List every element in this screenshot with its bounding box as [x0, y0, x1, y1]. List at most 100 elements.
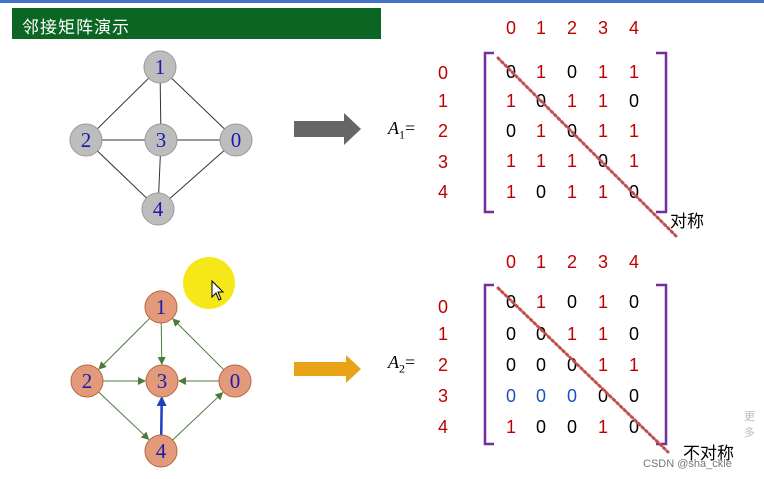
graph1-node-4	[141, 192, 175, 226]
graph2-node-label-4: 4	[156, 439, 167, 463]
graph1-node-label-1: 1	[155, 55, 166, 79]
graph1-node-label-3: 3	[156, 128, 167, 152]
matrix1-label-eq: =	[405, 118, 416, 138]
matrix2-cell: 0	[506, 324, 516, 344]
page-title: 邻接矩阵演示	[22, 18, 130, 38]
matrix1-row-header: 3	[438, 152, 448, 172]
matrix2-row-header: 2	[438, 355, 448, 375]
matrix2-diagonal-line	[496, 286, 670, 454]
graph1-node-2	[69, 123, 103, 157]
matrix2-label-eq: =	[405, 352, 416, 372]
matrix1-cell: 1	[598, 182, 608, 202]
matrix2-left-bracket	[483, 283, 494, 446]
matrix2-col-header: 4	[629, 252, 639, 272]
graph2-edge-0-1	[172, 318, 225, 371]
graph2-edge-4-0	[172, 391, 224, 441]
graph2-node-label-0: 0	[230, 369, 241, 393]
graph2-node-label-1: 1	[156, 295, 167, 319]
matrix1-row-header: 0	[438, 63, 448, 83]
matrix2-cell: 1	[598, 324, 608, 344]
graph2-node-label-3: 3	[157, 369, 168, 393]
graph2-node-2	[70, 364, 104, 398]
matrix2-cell: 1	[598, 417, 608, 437]
graph2-edge-1-2	[98, 317, 151, 370]
graph1-edge-0-4	[157, 139, 237, 210]
matrix2-cell: 0	[598, 386, 608, 406]
matrix1-left-bracket	[483, 51, 494, 214]
side-text: 更多	[744, 411, 755, 439]
matrix1-cell: 1	[506, 182, 516, 202]
matrix1-cell: 1	[598, 62, 608, 82]
matrix2-cell: 0	[506, 355, 516, 375]
matrix1-diagonal-line	[496, 56, 678, 238]
matrix2-row-header: 1	[438, 324, 448, 344]
watermark: CSDN @sha_ckle	[643, 458, 732, 470]
matrix1-row-header: 2	[438, 121, 448, 141]
graph1-node-label-0: 0	[231, 128, 242, 152]
graph1-edge-1-2	[85, 66, 161, 141]
arrow-right-orange-icon	[294, 355, 361, 383]
cursor-highlight	[183, 257, 235, 309]
graph2-node-3	[145, 364, 179, 398]
matrix1-col-header: 4	[629, 18, 639, 38]
matrix2-cell: 1	[536, 292, 546, 312]
graph2-edge-4-3	[156, 395, 167, 436]
matrix1-note: 对称	[670, 212, 704, 232]
matrix1-cell: 0	[629, 91, 639, 111]
matrix2-row-header: 4	[438, 417, 448, 437]
matrix2-cell: 0	[629, 292, 639, 312]
matrix1-cell: 1	[567, 151, 577, 171]
matrix1-right-bracket	[656, 51, 668, 214]
matrix2-cell: 0	[629, 324, 639, 344]
matrix1-cell: 1	[629, 151, 639, 171]
matrix2-cell: 0	[536, 324, 546, 344]
matrix2-label: A2=	[388, 352, 415, 377]
matrix1-cell: 1	[536, 121, 546, 141]
arrow-right-icon	[294, 113, 361, 145]
graph2-node-0	[218, 364, 252, 398]
matrix2-note: 不对称	[683, 444, 734, 464]
matrix2-cell: 0	[536, 355, 546, 375]
matrix2-cell: 0	[567, 292, 577, 312]
matrix2-col-header: 3	[598, 252, 608, 272]
graph1-node-label-4: 4	[153, 197, 164, 221]
matrix1-cell: 1	[598, 91, 608, 111]
matrix1-cell: 1	[506, 91, 516, 111]
graph2-node-4	[144, 434, 178, 468]
matrix2-cell: 1	[598, 292, 608, 312]
matrix1-col-header: 1	[536, 18, 546, 38]
matrix1-row-header: 1	[438, 91, 448, 111]
graph2-edge-2-4	[98, 391, 150, 441]
matrix1-col-header: 3	[598, 18, 608, 38]
title-bar: 邻接矩阵演示	[12, 8, 381, 39]
graph1-edge-1-0	[159, 66, 237, 141]
matrix2-right-bracket	[656, 283, 668, 446]
matrix2-row-header: 0	[438, 297, 448, 317]
matrix2-cell: 1	[567, 324, 577, 344]
matrix1-cell: 1	[536, 62, 546, 82]
graph1-node-3	[144, 123, 178, 157]
matrix2-cell: 0	[536, 417, 546, 437]
matrix2-label-sub: 2	[399, 361, 405, 376]
matrix1-cell: 1	[567, 182, 577, 202]
matrix2-cell: 1	[598, 355, 608, 375]
matrix1-cell: 1	[629, 62, 639, 82]
matrix2-cell: 0	[536, 386, 546, 406]
graph2-edge-1-3	[157, 322, 166, 366]
graph1-edge-2-4	[85, 139, 159, 210]
cursor-pointer-icon	[211, 279, 225, 301]
matrix1-col-header: 2	[567, 18, 577, 38]
matrix2-cell: 0	[567, 355, 577, 375]
graph1-node-label-2: 2	[81, 128, 92, 152]
matrix1-col-header: 0	[506, 18, 516, 38]
matrix1-cell: 1	[629, 121, 639, 141]
matrix2-cell: 1	[506, 417, 516, 437]
matrix2-cell: 0	[567, 417, 577, 437]
matrix1-label-letter: A	[388, 118, 399, 138]
matrix1-label: A1=	[388, 118, 415, 143]
matrix2-cell: 0	[506, 386, 516, 406]
graph2-node-label-2: 2	[82, 369, 93, 393]
graph1-node-0	[219, 123, 253, 157]
matrix2-col-header: 2	[567, 252, 577, 272]
